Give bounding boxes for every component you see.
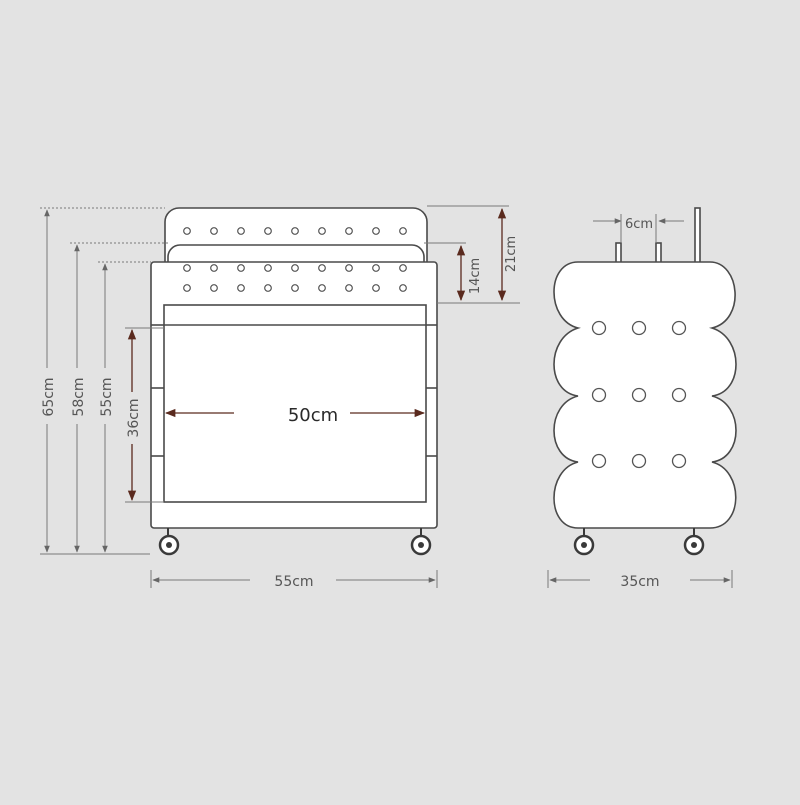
body-height-with-panel-label: 58cm <box>71 377 87 416</box>
panel-dimensions <box>424 205 520 304</box>
outer-width-label: 55cm <box>274 574 313 590</box>
rail-spacing-label: 6cm <box>625 217 653 232</box>
front-view <box>150 207 438 529</box>
front-panel-dots <box>183 264 407 292</box>
total-height-label: 65cm <box>41 377 57 416</box>
side-wheels <box>573 528 705 556</box>
back-panel-dots <box>183 227 407 235</box>
cabinet-front-face <box>163 304 427 503</box>
top-panel-height-label: 21cm <box>504 236 519 272</box>
side-dots <box>591 320 687 469</box>
outer-width-dimension <box>150 570 438 588</box>
depth-label: 35cm <box>620 574 659 590</box>
panel-gap-label: 14cm <box>468 258 483 294</box>
inner-height-label: 36cm <box>126 398 142 437</box>
front-wheels <box>158 528 432 556</box>
side-view: 6cm 35cm <box>547 207 737 590</box>
body-height-label: 55cm <box>99 377 115 416</box>
rail-right <box>694 207 701 266</box>
inner-width-label: 50cm <box>288 405 338 426</box>
